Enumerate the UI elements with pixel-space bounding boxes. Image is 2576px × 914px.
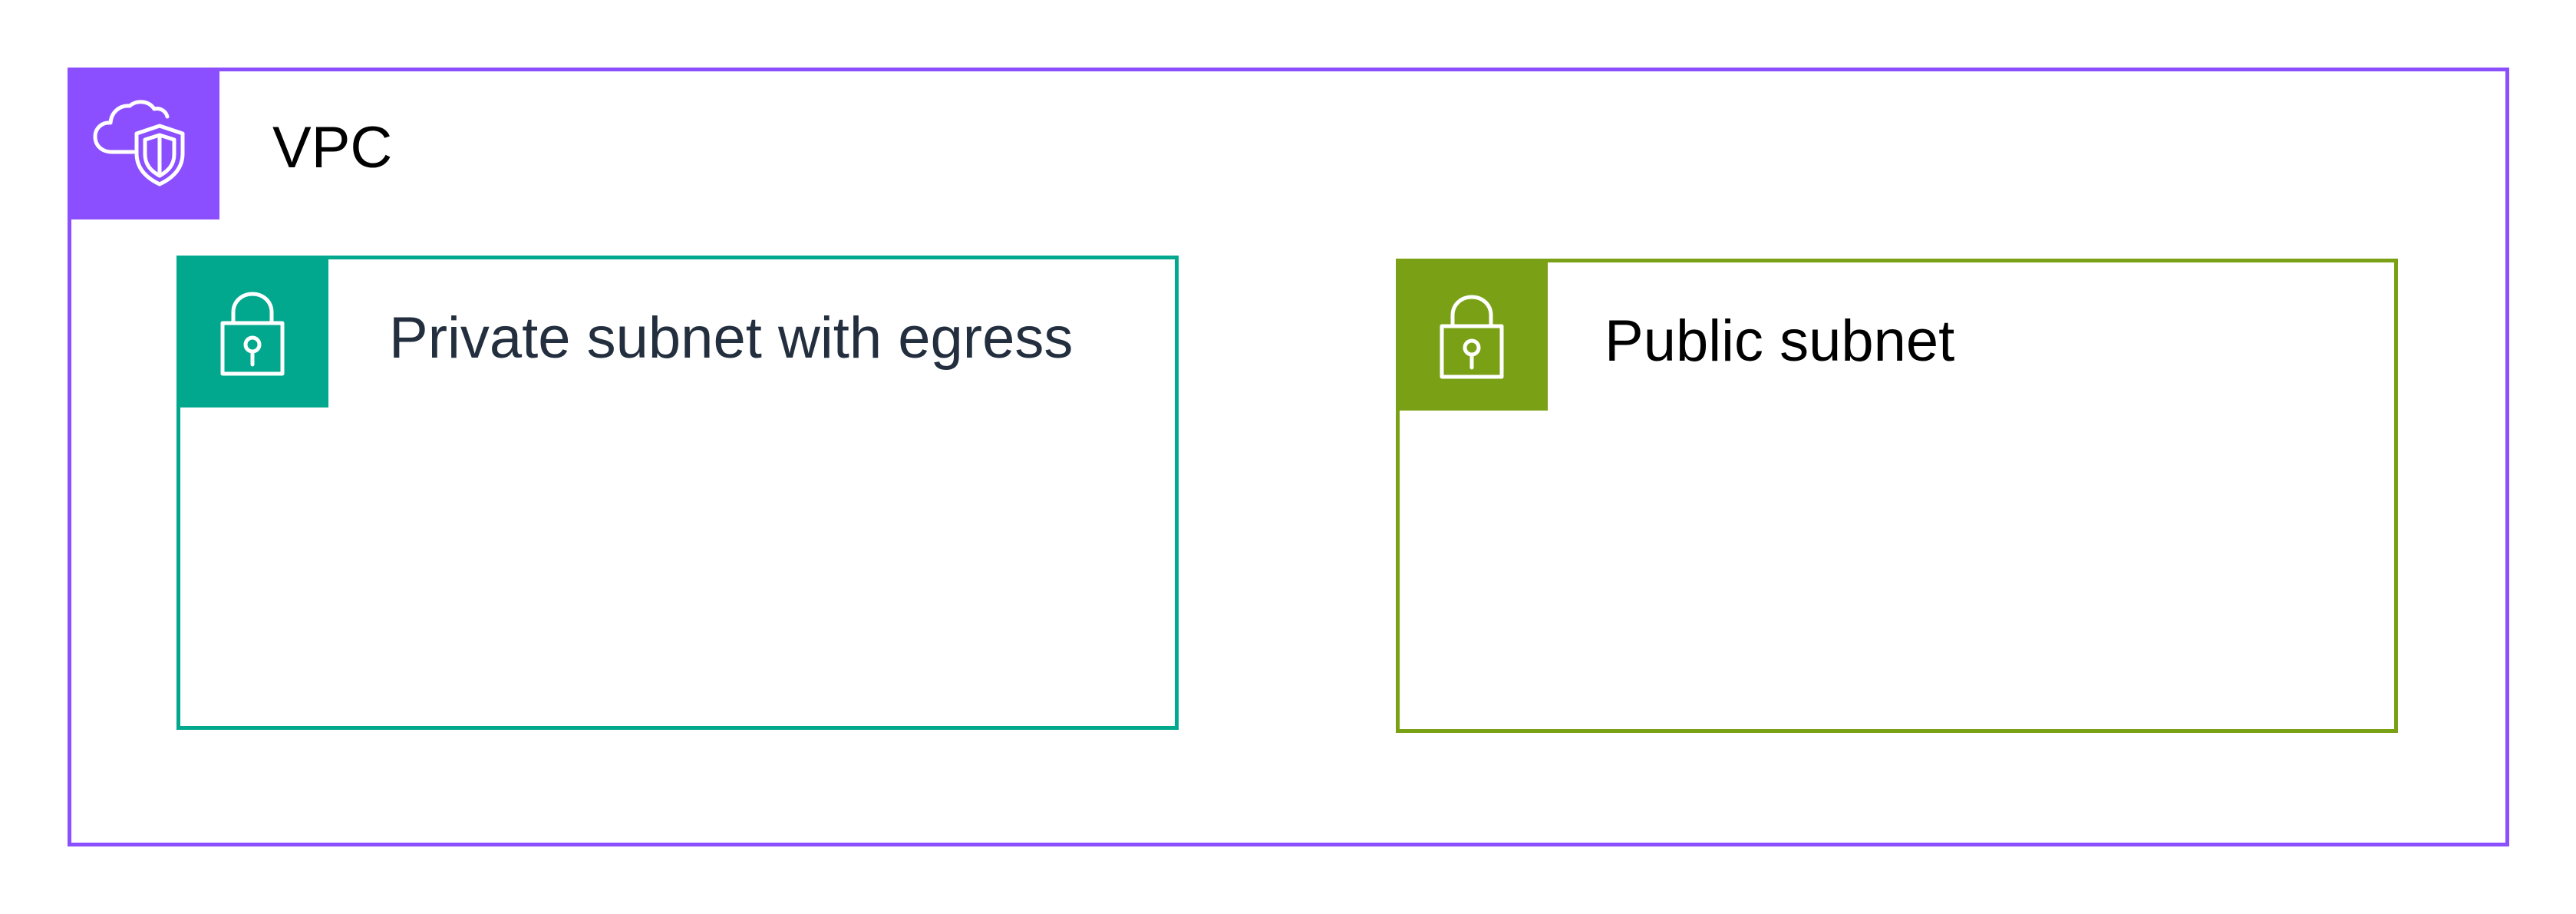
private-subnet-group: Private subnet with egress <box>176 256 1179 730</box>
lock-icon <box>176 256 328 408</box>
public-subnet-group: Public subnet <box>1396 259 2398 733</box>
public-subnet-label: Public subnet <box>1605 309 1955 374</box>
private-subnet-label: Private subnet with egress <box>389 305 1074 371</box>
vpc-label: VPC <box>272 115 393 180</box>
vpc-cloud-shield-icon <box>68 68 219 219</box>
vpc-group: VPC Private subnet with egress Public su… <box>68 68 2509 846</box>
lock-icon <box>1396 259 1548 411</box>
